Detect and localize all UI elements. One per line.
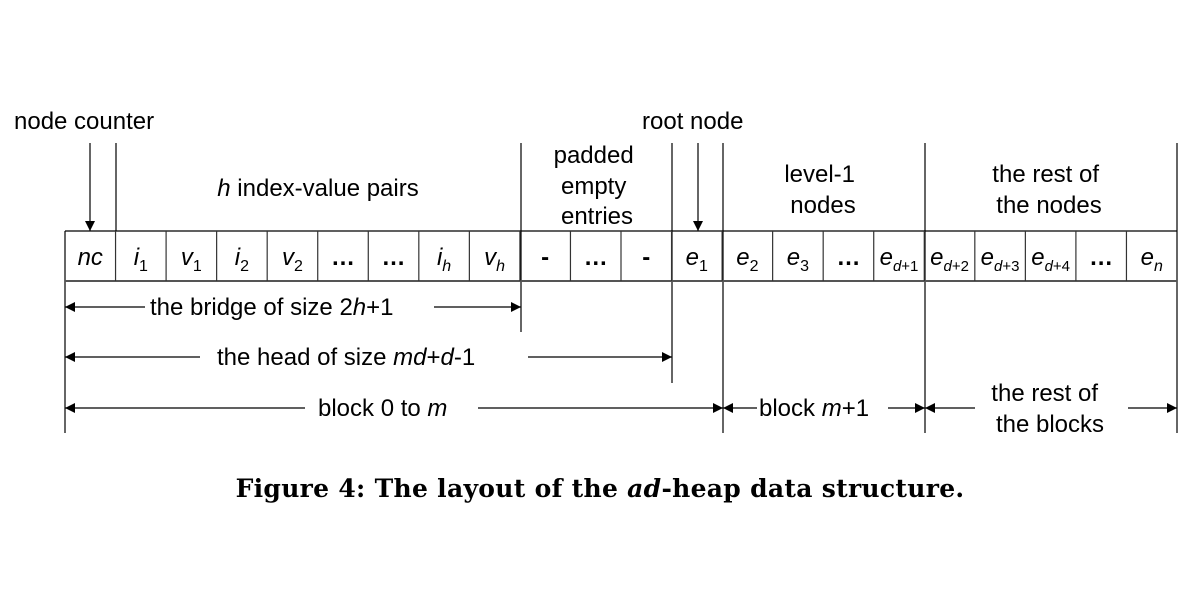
index-value-pairs-label: h index-value pairs — [217, 175, 418, 202]
rest-of-nodes-label: the rest of the nodes — [992, 161, 1105, 219]
head-span: the head of size md+d-1 — [65, 344, 672, 371]
rest-blocks-arrowhead-left — [925, 403, 935, 413]
block-0-to-m-span: block 0 to m — [65, 395, 723, 422]
array-cell: … — [584, 244, 608, 271]
rest-blocks-label: the rest of the blocks — [991, 380, 1104, 438]
block0-label: block 0 to m — [318, 395, 447, 422]
block-m-plus-1-span: block m+1 — [723, 395, 925, 422]
array-cell: v1 — [181, 244, 202, 275]
array-cell: … — [382, 244, 406, 271]
array-cell: ed+2 — [930, 244, 969, 275]
array-cell: e1 — [686, 244, 708, 275]
head-label: the head of size md+d-1 — [217, 344, 475, 371]
array-cell: ed+3 — [981, 244, 1020, 275]
caption-suffix: -heap data structure. — [661, 474, 965, 503]
array-cell: ed+4 — [1031, 244, 1070, 275]
bridge-label: the bridge of size 2h+1 — [150, 294, 394, 321]
bridge-arrowhead-left — [65, 302, 75, 312]
array-row: nc i1 v1 i2 v2 … … ih vh - … - e1 e2 e3 … ed+1 ed+2 ed+3 ed… — [65, 230, 1177, 282]
bridge-span: the bridge of size 2h+1 — [65, 294, 521, 321]
caption-prefix: Figure 4: The layout of the — [235, 474, 628, 503]
node-counter-label: node counter — [14, 108, 154, 135]
block-m1-label: block m+1 — [759, 395, 869, 422]
array-cell: e3 — [787, 244, 809, 275]
array-cell: … — [836, 244, 860, 271]
array-cell: nc — [78, 244, 103, 271]
array-cell: - — [541, 244, 549, 271]
padded-empty-entries-label: padded empty entries — [554, 142, 641, 230]
array-cell: ed+1 — [880, 244, 919, 275]
array-cell: … — [331, 244, 355, 271]
caption-italic: ad — [627, 474, 662, 503]
rest-of-blocks-span: the rest of the blocks — [925, 380, 1177, 438]
array-cell: en — [1141, 244, 1163, 275]
block-m1-arrowhead-left — [723, 403, 733, 413]
array-cell: … — [1089, 244, 1113, 271]
array-cell: e2 — [736, 244, 758, 275]
array-cell: i1 — [134, 244, 148, 275]
array-cell: ih — [437, 244, 451, 275]
head-arrowhead-left — [65, 352, 75, 362]
level-1-nodes-label: level-1 nodes — [784, 161, 861, 219]
array-cell: - — [642, 244, 650, 271]
array-cell: i2 — [235, 244, 249, 275]
array-cell: v2 — [282, 244, 303, 275]
block0-arrowhead-left — [65, 403, 75, 413]
figure-caption: Figure 4: The layout of the ad-heap data… — [0, 474, 1200, 503]
array-cell: vh — [484, 244, 505, 275]
root-node-label: root node — [642, 108, 743, 135]
